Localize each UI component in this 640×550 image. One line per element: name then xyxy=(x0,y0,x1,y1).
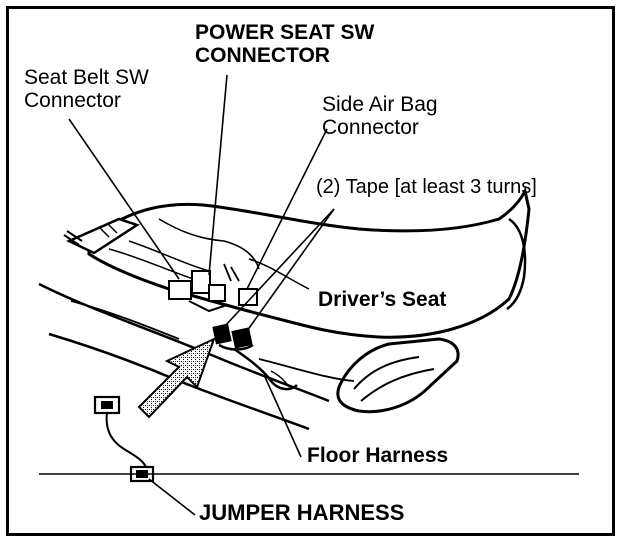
taped-floor-connectors xyxy=(212,323,254,351)
side-air-bag-connector-label: Side Air Bag Connector xyxy=(322,93,438,139)
connector-cluster xyxy=(168,263,258,313)
power-seat-label-line1: POWER SEAT SW xyxy=(195,21,375,44)
seat-belt-sw-connector-label: Seat Belt SW Connector xyxy=(24,66,149,112)
seat-rail-left xyxy=(66,217,140,255)
seat-side-roll xyxy=(506,217,527,311)
jumper-harness xyxy=(93,395,155,483)
diagram-frame: POWER SEAT SW CONNECTOR Seat Belt SW Con… xyxy=(6,6,615,536)
floor-harness-wire xyxy=(233,347,298,391)
leader-lines xyxy=(68,74,335,516)
seat-rail-right xyxy=(336,337,460,414)
floor-contour-4 xyxy=(258,358,355,382)
power-seat-sw-connector-label: POWER SEAT SW CONNECTOR xyxy=(195,21,375,67)
floor-contour-3 xyxy=(70,300,180,340)
seat-belt-label-line1: Seat Belt SW xyxy=(24,66,149,89)
jumper-harness-label: JUMPER HARNESS xyxy=(199,500,405,525)
side-air-bag-label-line1: Side Air Bag xyxy=(322,93,438,116)
tape-label: (2) Tape [at least 3 turns] xyxy=(316,176,537,198)
power-seat-label-line2: CONNECTOR xyxy=(195,43,330,67)
insertion-arrow xyxy=(137,337,216,419)
seat-belt-label-line2: Connector xyxy=(24,88,121,112)
drivers-seat-label: Driver’s Seat xyxy=(316,288,449,312)
floor-harness-label: Floor Harness xyxy=(307,444,449,467)
side-air-bag-label-line2: Connector xyxy=(322,115,419,139)
